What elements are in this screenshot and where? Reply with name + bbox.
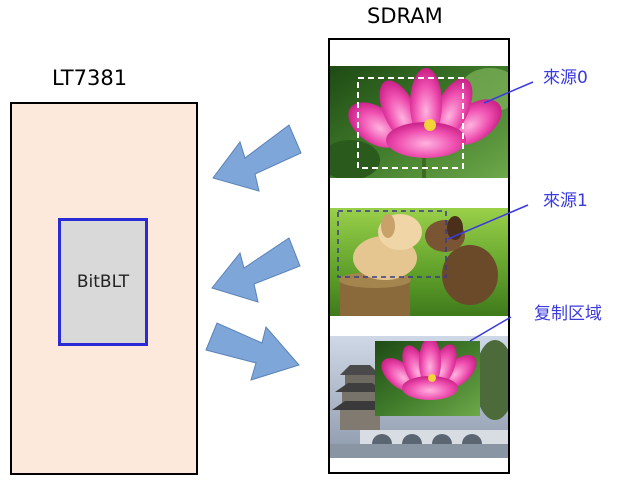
lt7381-title: LT7381 xyxy=(52,66,128,90)
sdram-title: SDRAM xyxy=(367,4,443,28)
copy-area-pointer-line xyxy=(469,316,512,342)
pagoda-icon xyxy=(332,365,388,430)
bitblt-block: BitBLT xyxy=(58,218,148,346)
puppy-left-icon xyxy=(353,214,422,280)
arrow-left-middle xyxy=(211,237,301,303)
bridge-icon xyxy=(330,430,508,458)
source0-pointer-line xyxy=(483,81,534,104)
source1-pointer-line xyxy=(447,204,529,240)
source0-lotus-image xyxy=(330,66,508,178)
copy-area-label: 复制区域 xyxy=(534,304,602,324)
copied-lotus-image xyxy=(375,341,480,416)
source1-label: 來源1 xyxy=(543,191,588,211)
source1-selection-box xyxy=(337,210,447,278)
arrow-left-top xyxy=(212,124,302,192)
source0-label: 來源0 xyxy=(543,68,588,88)
source0-selection-box xyxy=(357,77,464,169)
puppy-right-icon xyxy=(425,216,498,305)
arrow-right-bottom xyxy=(205,322,300,381)
lt7381-block xyxy=(10,102,198,475)
